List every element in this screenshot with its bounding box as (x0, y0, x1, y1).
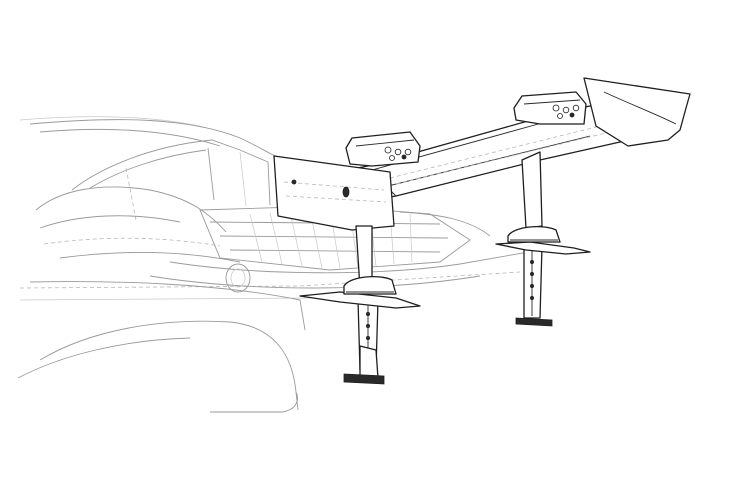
rear-wing-assembly (273, 77, 691, 385)
right-deck-flange (495, 225, 591, 255)
right-mount-bracket (513, 91, 587, 125)
right-endplate (583, 77, 691, 147)
left-deck-flange (299, 275, 421, 309)
left-endplate (273, 155, 395, 231)
left-upright (343, 225, 385, 385)
car-body-outline (17, 116, 541, 413)
right-upright (515, 151, 553, 327)
left-mount-bracket (345, 131, 421, 167)
